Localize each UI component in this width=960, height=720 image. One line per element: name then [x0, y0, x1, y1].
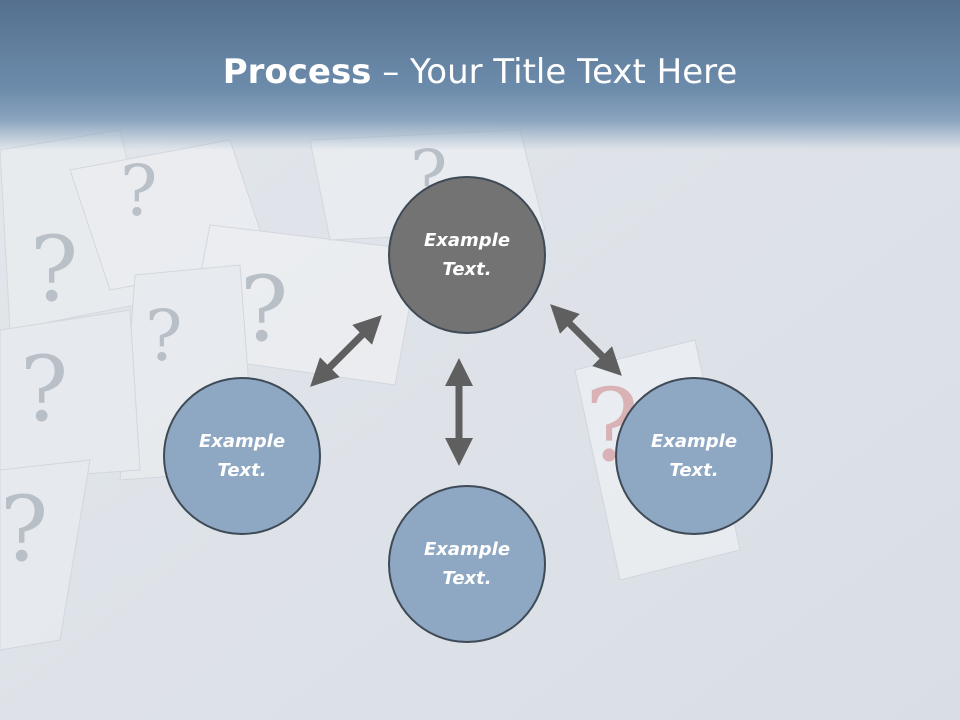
slide-title: Process – Your Title Text Here [0, 52, 960, 92]
svg-text:?: ? [145, 295, 183, 377]
title-bold: Process [222, 52, 372, 92]
node-bottom-line1: Example [423, 539, 511, 560]
title-bar [0, 0, 960, 150]
node-bottom-line2: Text. [442, 568, 492, 589]
svg-text:?: ? [240, 257, 288, 362]
node-left-line1: Example [198, 431, 286, 452]
svg-text:?: ? [20, 337, 68, 442]
title-rest: – Your Title Text Here [371, 52, 738, 92]
node-left-line2: Text. [217, 460, 267, 481]
arrow-top-right [550, 304, 622, 376]
svg-text:?: ? [0, 477, 48, 582]
svg-text:?: ? [30, 217, 78, 322]
svg-text:?: ? [120, 150, 158, 232]
node-right-line2: Text. [669, 460, 719, 481]
node-right-line1: Example [650, 431, 738, 452]
node-top-line1: Example [423, 230, 511, 251]
arrow-top-left [310, 315, 382, 387]
node-top-line2: Text. [442, 259, 492, 280]
